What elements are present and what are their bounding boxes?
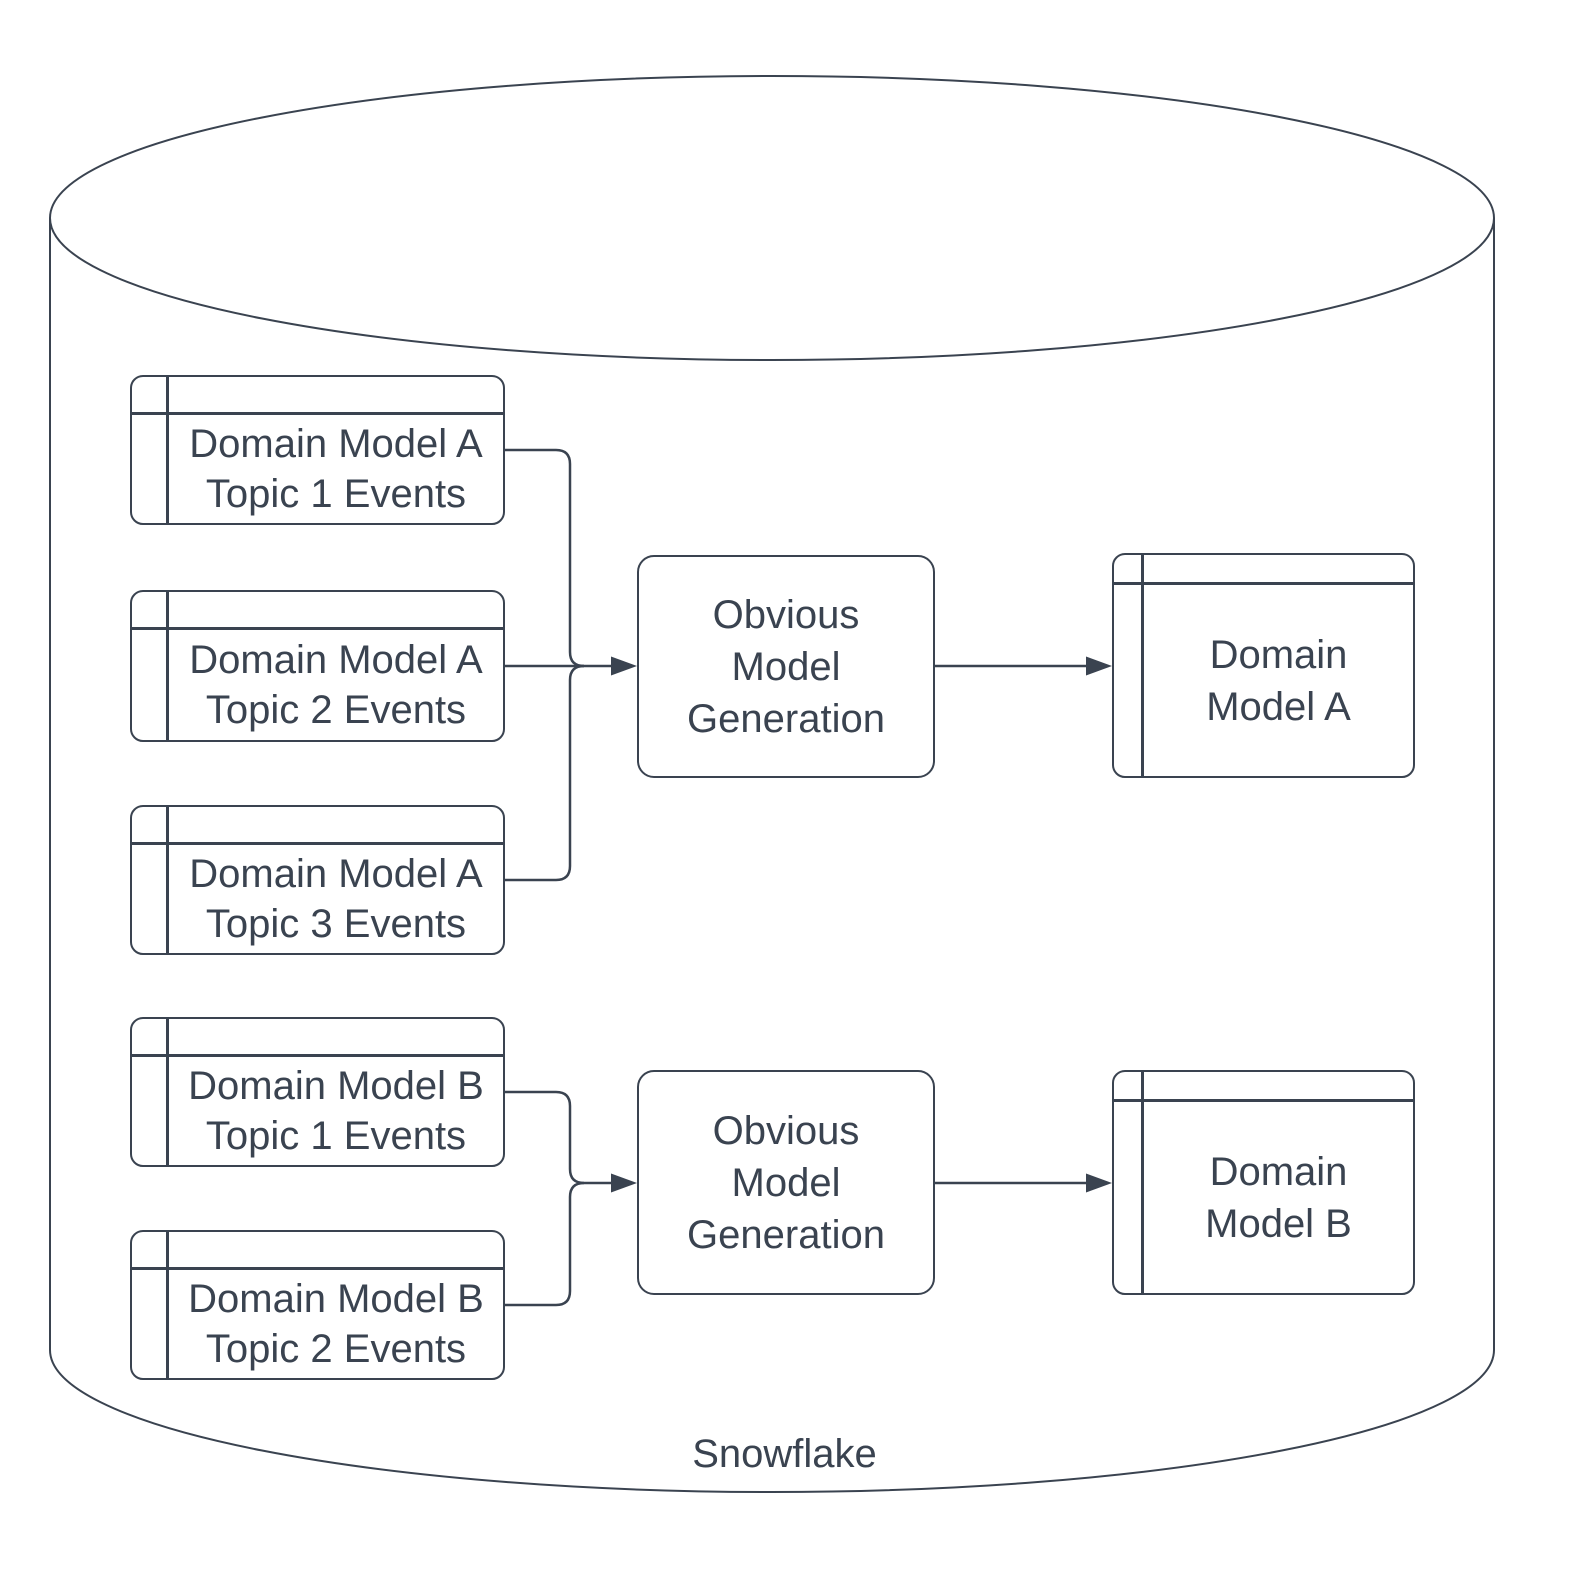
event-table-model-a-topic-1: Domain Model A Topic 1 Events <box>130 375 505 525</box>
table-label-line1: Domain Model A <box>189 852 483 896</box>
table-label: Domain Model B <box>1114 1072 1413 1293</box>
table-label: Domain Model B Topic 1 Events <box>132 1019 503 1165</box>
table-label-line1: Domain Model B <box>188 1277 484 1321</box>
table-header-divider <box>1114 1099 1413 1102</box>
event-table-model-a-topic-3: Domain Model A Topic 3 Events <box>130 805 505 955</box>
connector-b1-to-merge <box>505 1090 585 1185</box>
event-table-model-b-topic-2: Domain Model B Topic 2 Events <box>130 1230 505 1380</box>
cylinder-body <box>49 218 1495 1493</box>
table-header-divider <box>132 412 503 415</box>
table-column-divider <box>1141 1072 1144 1293</box>
connector-a1-to-merge <box>505 448 585 668</box>
connector-b2-to-merge <box>505 1181 585 1307</box>
table-header-divider <box>132 627 503 630</box>
table-label: Domain Model A Topic 1 Events <box>132 377 503 523</box>
table-header-divider <box>132 842 503 845</box>
table-label-line2: Topic 3 Events <box>205 902 467 946</box>
table-label-line2: Topic 1 Events <box>205 1114 467 1158</box>
process-label-line2: Model <box>731 644 841 689</box>
process-box-obvious-model-generation-b: Obvious Model Generation <box>637 1070 935 1295</box>
table-label: Domain Model A Topic 2 Events <box>132 592 503 740</box>
table-label-line2: Topic 2 Events <box>205 1327 467 1371</box>
table-label-line1: Domain <box>1209 632 1348 677</box>
arrowhead-into-model-a <box>1086 656 1112 676</box>
cylinder-top-ellipse <box>49 75 1495 361</box>
table-label-line2: Topic 2 Events <box>205 688 467 732</box>
table-label: Domain Model B Topic 2 Events <box>132 1232 503 1378</box>
table-label-line1: Domain Model A <box>189 422 483 466</box>
arrowhead-into-process-b <box>611 1173 637 1193</box>
table-label-line2: Model A <box>1206 684 1351 729</box>
table-header-divider <box>1114 582 1413 585</box>
table-label: Domain Model A <box>1114 555 1413 776</box>
table-column-divider <box>166 1232 169 1378</box>
table-label-line1: Domain Model A <box>189 638 483 682</box>
table-column-divider <box>166 592 169 740</box>
process-label-line3: Generation <box>687 696 885 741</box>
arrowhead-into-model-b <box>1086 1173 1112 1193</box>
arrowhead-into-process-a <box>611 656 637 676</box>
output-table-domain-model-b: Domain Model B <box>1112 1070 1415 1295</box>
process-label-line2: Model <box>731 1160 841 1205</box>
process-label-line3: Generation <box>687 1212 885 1257</box>
process-label-line1: Obvious <box>712 1108 860 1153</box>
table-header-divider <box>132 1054 503 1057</box>
connector-a3-to-merge <box>505 664 585 882</box>
table-column-divider <box>166 807 169 953</box>
table-label-line1: Domain Model B <box>188 1064 484 1108</box>
table-column-divider <box>166 377 169 523</box>
cylinder-label: Snowflake <box>692 1432 877 1476</box>
table-header-divider <box>132 1267 503 1270</box>
table-label-line1: Domain <box>1209 1149 1348 1194</box>
table-column-divider <box>166 1019 169 1165</box>
table-label-line2: Topic 1 Events <box>205 472 467 516</box>
event-table-model-b-topic-1: Domain Model B Topic 1 Events <box>130 1017 505 1167</box>
process-label-line1: Obvious <box>712 592 860 637</box>
database-cylinder-shape <box>49 75 1495 1493</box>
output-table-domain-model-a: Domain Model A <box>1112 553 1415 778</box>
table-column-divider <box>1141 555 1144 776</box>
process-box-obvious-model-generation-a: Obvious Model Generation <box>637 555 935 778</box>
table-label-line2: Model B <box>1205 1201 1352 1246</box>
table-label: Domain Model A Topic 3 Events <box>132 807 503 953</box>
event-table-model-a-topic-2: Domain Model A Topic 2 Events <box>130 590 505 742</box>
